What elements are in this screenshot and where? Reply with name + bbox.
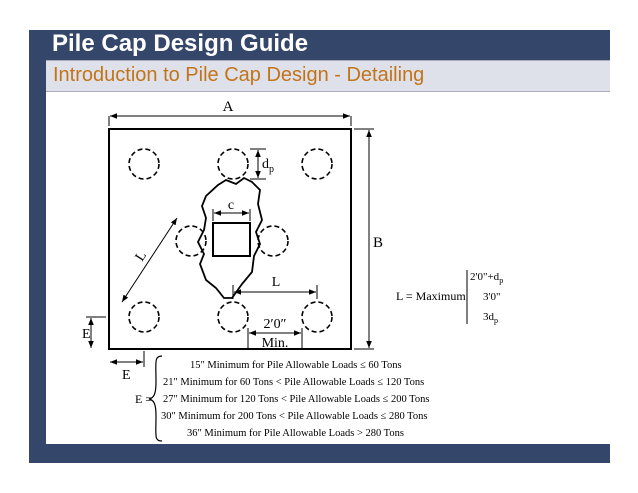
dimension-a: A: [108, 99, 352, 126]
formula-e-brace: [148, 355, 163, 442]
failure-outline: [196, 176, 263, 299]
dimension-e-bottom: E: [110, 351, 145, 383]
formula-e-lhs: E =: [135, 392, 152, 406]
dimension-dp: dp: [250, 148, 274, 180]
label-b: B: [373, 235, 383, 251]
pile: [175, 225, 207, 257]
label-dp: dp: [262, 157, 274, 175]
pile: [217, 148, 249, 180]
pile: [301, 148, 333, 180]
dimension-e-left: E: [82, 316, 106, 348]
formula-e: E = 15" Minimum for Pile Allowable Loads…: [135, 355, 429, 442]
label-min: Min.: [262, 336, 289, 351]
pile: [257, 225, 289, 257]
column-square: [212, 222, 251, 257]
label-e-left: E: [82, 327, 91, 342]
slide-subtitle: Introduction to Pile Cap Design - Detail…: [53, 64, 425, 86]
formula-e-line-4: 30" Minimum for 200 Tons < Pile Allowabl…: [161, 411, 427, 422]
slide-title: Pile Cap Design Guide: [52, 30, 309, 57]
pile-cap-outline: [108, 128, 352, 350]
dimension-min-spacing: 2′0″ Min.: [247, 317, 303, 351]
formula-e-line-3: 27" Minimum for 120 Tons < Pile Allowabl…: [163, 394, 429, 405]
formula-l-option-1: 2'0"+dp: [470, 271, 503, 285]
formula-e-line-2: 21" Minimum for 60 Tons < Pile Allowable…: [163, 377, 424, 388]
pile-group: [128, 148, 333, 333]
label-e-bottom: E: [122, 368, 131, 383]
pile-cap-diagram: A B c dp L: [82, 99, 503, 442]
formula-l: L = Maximum 2'0"+dp 3'0" 3dp: [396, 270, 503, 325]
pile: [128, 148, 160, 180]
formula-e-line-1: 15" Minimum for Pile Allowable Loads ≤ 6…: [190, 360, 402, 371]
pile: [128, 301, 160, 333]
dimension-l-diagonal: L: [121, 217, 178, 303]
content-area: A B c dp L: [46, 92, 610, 444]
formula-l-option-2: 3'0": [483, 291, 500, 303]
subtitle-bar: [46, 60, 610, 92]
pile: [217, 301, 249, 333]
formula-l-lhs: L = Maximum: [396, 289, 466, 303]
formula-e-line-5: 36" Minimum for Pile Allowable Loads > 2…: [187, 428, 404, 439]
dimension-b: B: [354, 128, 383, 350]
label-c: c: [228, 198, 234, 213]
label-l-horizontal: L: [272, 275, 281, 290]
formula-l-option-3: 3dp: [483, 311, 498, 325]
label-l-diagonal: L: [133, 249, 150, 264]
dimension-c: c: [212, 198, 251, 221]
label-two-ft: 2′0″: [264, 317, 287, 332]
pile: [301, 301, 333, 333]
dimension-l-horizontal: L: [232, 275, 318, 299]
label-a: A: [223, 99, 234, 115]
